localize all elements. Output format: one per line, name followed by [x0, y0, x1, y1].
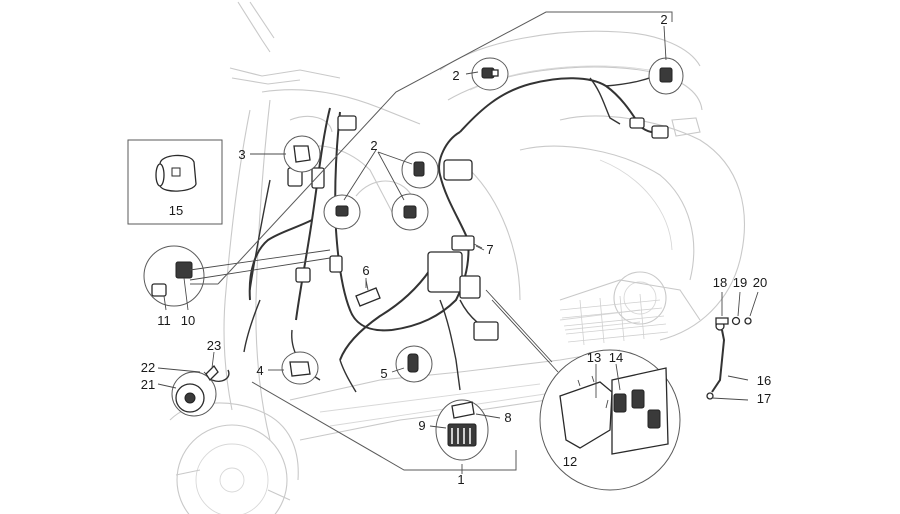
- part-2-sensor-detail-center: [323, 151, 439, 231]
- callout-2-top: 2: [452, 68, 459, 83]
- callout-20: 20: [753, 275, 767, 290]
- callout-5: 5: [380, 366, 387, 381]
- callout-4: 4: [256, 363, 263, 378]
- callout-15: 15: [169, 203, 183, 218]
- callout-2-center: 2: [370, 138, 377, 153]
- engine-cover-grille: [559, 293, 669, 346]
- callout-1: 1: [457, 472, 464, 487]
- callout-13: 13: [587, 350, 601, 365]
- part-15-frame: [127, 139, 223, 225]
- connector-lower-right: [329, 255, 343, 273]
- taillight-connector: [651, 125, 669, 139]
- callout-3: 3: [238, 147, 245, 162]
- callout-labels: 1 2 2 2 3 4 5 6 7 8 9 10 11 12 13 14 15 …: [141, 12, 771, 487]
- part-8-9-fuse-holder-detail: [435, 399, 489, 461]
- fuse-box-connector: [427, 251, 463, 293]
- callout-22: 22: [141, 360, 155, 375]
- part-12-bracket-detail: [485, 289, 681, 491]
- leader-lines: [157, 25, 759, 474]
- main-wiring-harness: [243, 71, 665, 393]
- callout-19: 19: [733, 275, 747, 290]
- ecu-connector: [459, 275, 481, 299]
- harness-connectors: [287, 65, 669, 341]
- callout-14: 14: [609, 350, 623, 365]
- callout-10: 10: [181, 313, 195, 328]
- ignition-connector: [443, 159, 473, 181]
- callout-21: 21: [141, 377, 155, 392]
- regulator-connector: [473, 321, 499, 341]
- part-7-relay: [451, 235, 483, 251]
- part-2-sensor-detail-top: [471, 57, 509, 91]
- callout-23: 23: [207, 338, 221, 353]
- callout-16: 16: [757, 373, 771, 388]
- callout-12: 12: [563, 454, 577, 469]
- connector-headset: [337, 115, 357, 131]
- connector-lower-left: [295, 267, 311, 283]
- callout-17: 17: [757, 391, 771, 406]
- part-3-clip-detail: [283, 135, 321, 173]
- part-10-11-connector-detail: [143, 245, 331, 307]
- rear-connector: [629, 117, 645, 129]
- callout-18: 18: [713, 275, 727, 290]
- scooter-ghost-outline: [169, 1, 745, 514]
- part-4-clamp-detail: [281, 351, 319, 385]
- part-1-group-bracket: [190, 11, 673, 471]
- callout-9: 9: [418, 418, 425, 433]
- part-16-ground-cable: [706, 321, 726, 400]
- callout-11: 11: [157, 313, 171, 328]
- callout-6: 6: [362, 263, 369, 278]
- callout-2-right: 2: [660, 12, 667, 27]
- part-2-sensor-detail-right: [648, 57, 684, 95]
- part-21-horn: [171, 364, 230, 417]
- parts-18-19-20-hardware: [715, 316, 752, 326]
- callout-7: 7: [486, 242, 493, 257]
- part-6-sensor: [355, 279, 381, 307]
- callout-8: 8: [504, 410, 511, 425]
- part-5-switch-detail: [395, 345, 433, 383]
